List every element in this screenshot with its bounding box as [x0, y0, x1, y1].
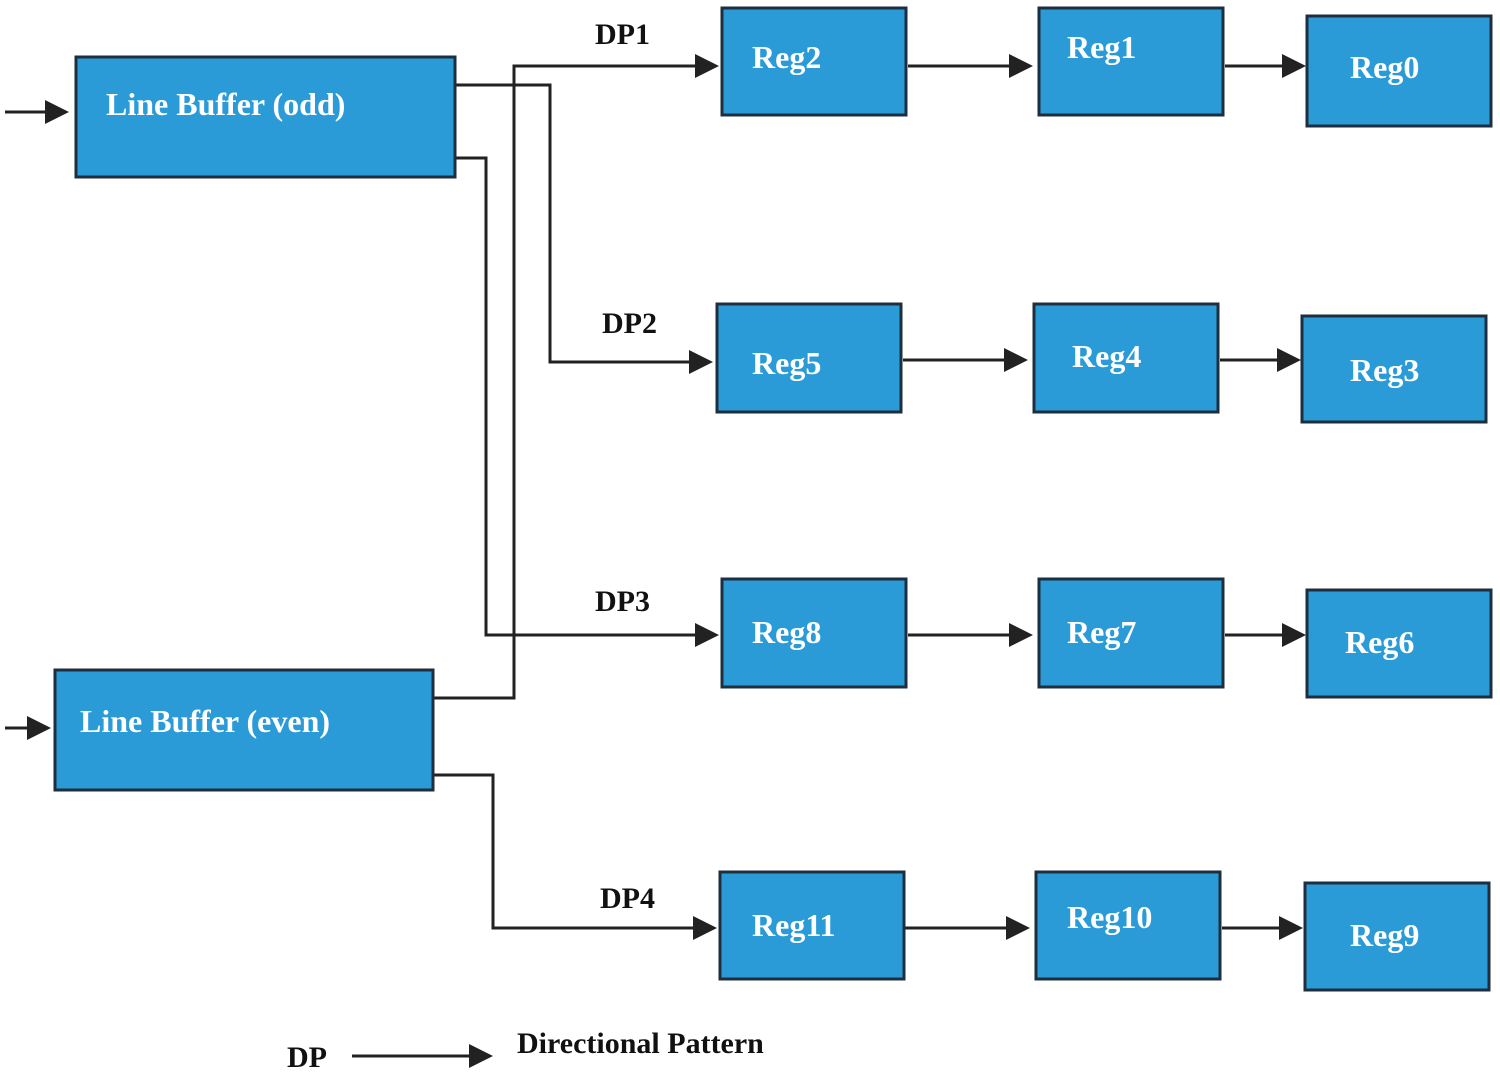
legend-meaning: Directional Pattern [517, 1027, 764, 1060]
wire-even-to-dp1 [433, 54, 719, 700]
reg0-block: Reg0 [1305, 14, 1493, 128]
reg9-label: Reg9 [1350, 917, 1419, 953]
reg2-label: Reg2 [752, 39, 821, 75]
reg3-block: Reg3 [1300, 314, 1488, 424]
reg8-block: Reg8 [720, 577, 908, 689]
reg7-block: Reg7 [1037, 577, 1225, 689]
reg8-label: Reg8 [752, 614, 821, 650]
reg1-label: Reg1 [1067, 29, 1136, 65]
reg4-block: Reg4 [1032, 302, 1220, 414]
reg5-label: Reg5 [752, 345, 821, 381]
line-buffer-odd-label: Line Buffer (odd) [106, 86, 345, 122]
reg10-label: Reg10 [1067, 899, 1152, 935]
reg11-label: Reg11 [752, 907, 836, 943]
reg10-block: Reg10 [1034, 870, 1222, 981]
line-buffer-even-label: Line Buffer (even) [80, 703, 330, 739]
reg5-block: Reg5 [715, 302, 903, 414]
reg0-label: Reg0 [1350, 49, 1419, 85]
reg1-block: Reg1 [1037, 6, 1225, 117]
dp3-label: DP3 [595, 585, 650, 618]
line-buffer-even-block: Line Buffer (even) [53, 668, 435, 792]
dp1-label: DP1 [595, 18, 650, 51]
wire-odd-to-dp3 [455, 156, 719, 647]
reg6-label: Reg6 [1345, 624, 1414, 660]
reg2-block: Reg2 [720, 6, 908, 117]
reg4-label: Reg4 [1072, 338, 1141, 374]
legend-symbol: DP [287, 1041, 327, 1074]
line-buffer-odd-block: Line Buffer (odd) [74, 55, 457, 179]
reg9-block: Reg9 [1303, 881, 1491, 992]
reg3-label: Reg3 [1350, 352, 1419, 388]
wire-even-to-dp4 [433, 773, 717, 940]
reg11-block: Reg11 [718, 870, 906, 981]
reg6-block: Reg6 [1305, 588, 1493, 699]
wire-odd-to-dp2 [455, 83, 713, 374]
reg7-label: Reg7 [1067, 614, 1136, 650]
dp2-label: DP2 [602, 307, 657, 340]
dp4-label: DP4 [600, 882, 655, 915]
